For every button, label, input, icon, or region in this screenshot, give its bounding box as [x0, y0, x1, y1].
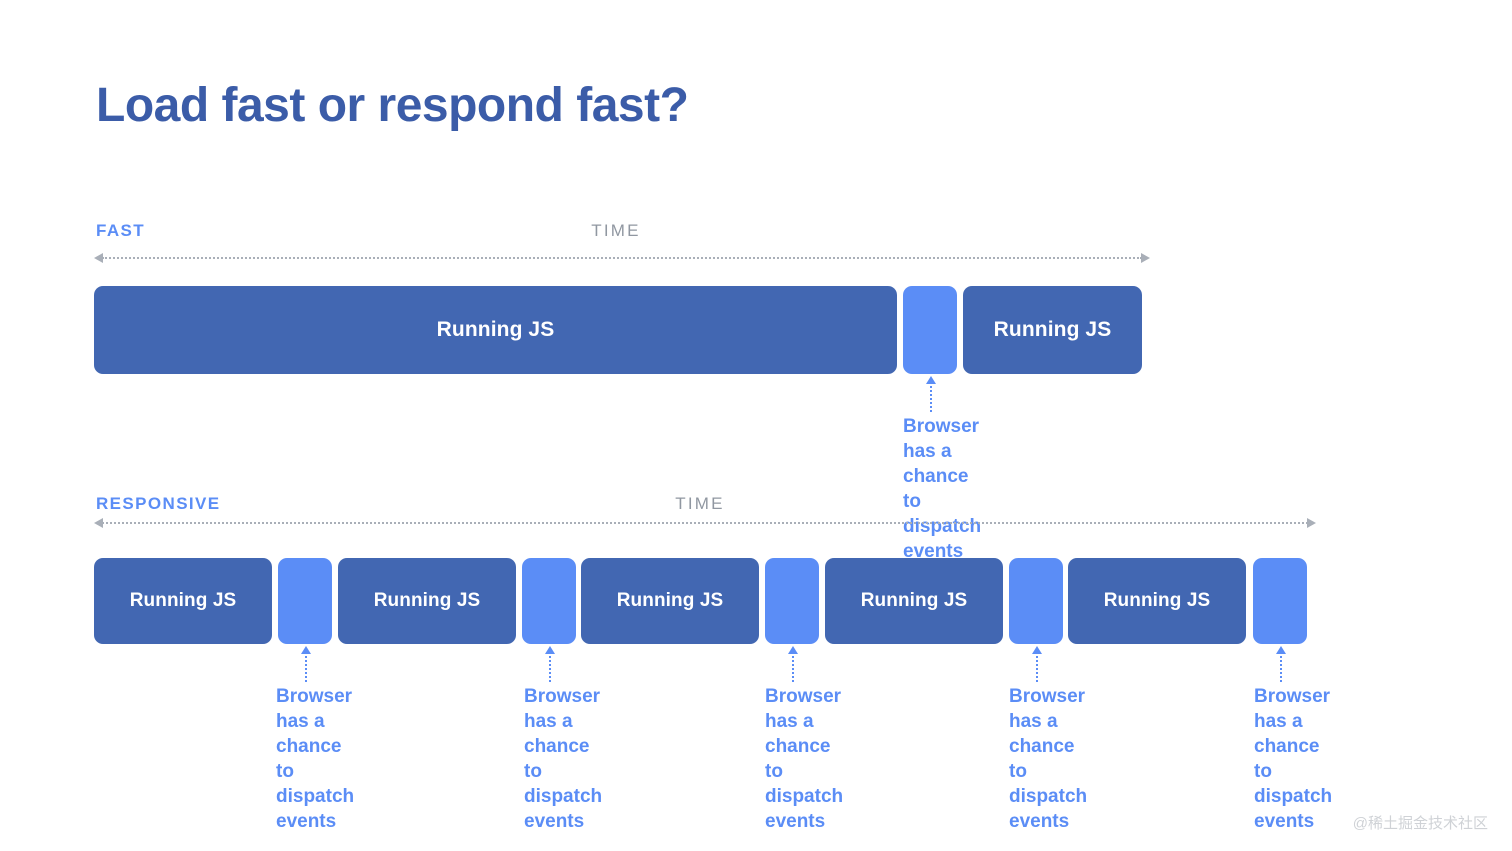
axis-arrow-left-icon [94, 253, 103, 263]
callout-arrow-up-icon [301, 646, 311, 654]
running-js-block[interactable]: Running JS [338, 558, 516, 644]
section-label-responsive: RESPONSIVE [96, 494, 221, 513]
time-axis-label-responsive: TIME [675, 494, 725, 513]
callout-arrow-up-icon [545, 646, 555, 654]
callout-arrow-up-icon [788, 646, 798, 654]
axis-dotted-line [102, 257, 1142, 259]
callout-arrow-up-icon [1276, 646, 1286, 654]
dispatch-gap-block[interactable] [1253, 558, 1307, 644]
dispatch-gap-block[interactable] [278, 558, 332, 644]
running-js-block[interactable]: Running JS [581, 558, 759, 644]
dispatch-callout-text: Browser has a chance to dispatch events [1009, 686, 1088, 832]
running-js-block[interactable]: Running JS [825, 558, 1003, 644]
dispatch-callout-text: Browser has a chance to dispatch events [524, 686, 603, 832]
running-js-block[interactable]: Running JS [94, 558, 272, 644]
dispatch-gap-block[interactable] [522, 558, 576, 644]
axis-arrow-left-icon [94, 518, 103, 528]
callout-leader-line [1280, 656, 1282, 682]
axis-arrow-right-icon [1307, 518, 1316, 528]
running-js-block[interactable]: Running JS [963, 286, 1142, 374]
dispatch-callout-text: Browser has a chance to dispatch events [903, 416, 982, 562]
dispatch-callout-text: Browser has a chance to dispatch events [276, 686, 355, 832]
dispatch-callout-text: Browser has a chance to dispatch events [1254, 686, 1333, 832]
time-axis-label-fast: TIME [591, 221, 641, 240]
callout-leader-line [930, 386, 932, 412]
watermark: @稀土掘金技术社区 [1352, 815, 1488, 832]
callout-leader-line [1036, 656, 1038, 682]
callout-arrow-up-icon [1032, 646, 1042, 654]
page-title: Load fast or respond fast? [96, 79, 689, 132]
callout-arrow-up-icon [926, 376, 936, 384]
callout-leader-line [792, 656, 794, 682]
time-axis-responsive [94, 518, 1316, 528]
axis-dotted-line [102, 522, 1308, 524]
section-label-fast: FAST [96, 221, 146, 240]
callout-leader-line [305, 656, 307, 682]
dispatch-gap-block[interactable] [1009, 558, 1063, 644]
dispatch-gap-block[interactable] [765, 558, 819, 644]
running-js-block[interactable]: Running JS [94, 286, 897, 374]
time-axis-fast [94, 253, 1150, 263]
running-js-block[interactable]: Running JS [1068, 558, 1246, 644]
axis-arrow-right-icon [1141, 253, 1150, 263]
dispatch-gap-block[interactable] [903, 286, 957, 374]
callout-leader-line [549, 656, 551, 682]
dispatch-callout-text: Browser has a chance to dispatch events [765, 686, 844, 832]
